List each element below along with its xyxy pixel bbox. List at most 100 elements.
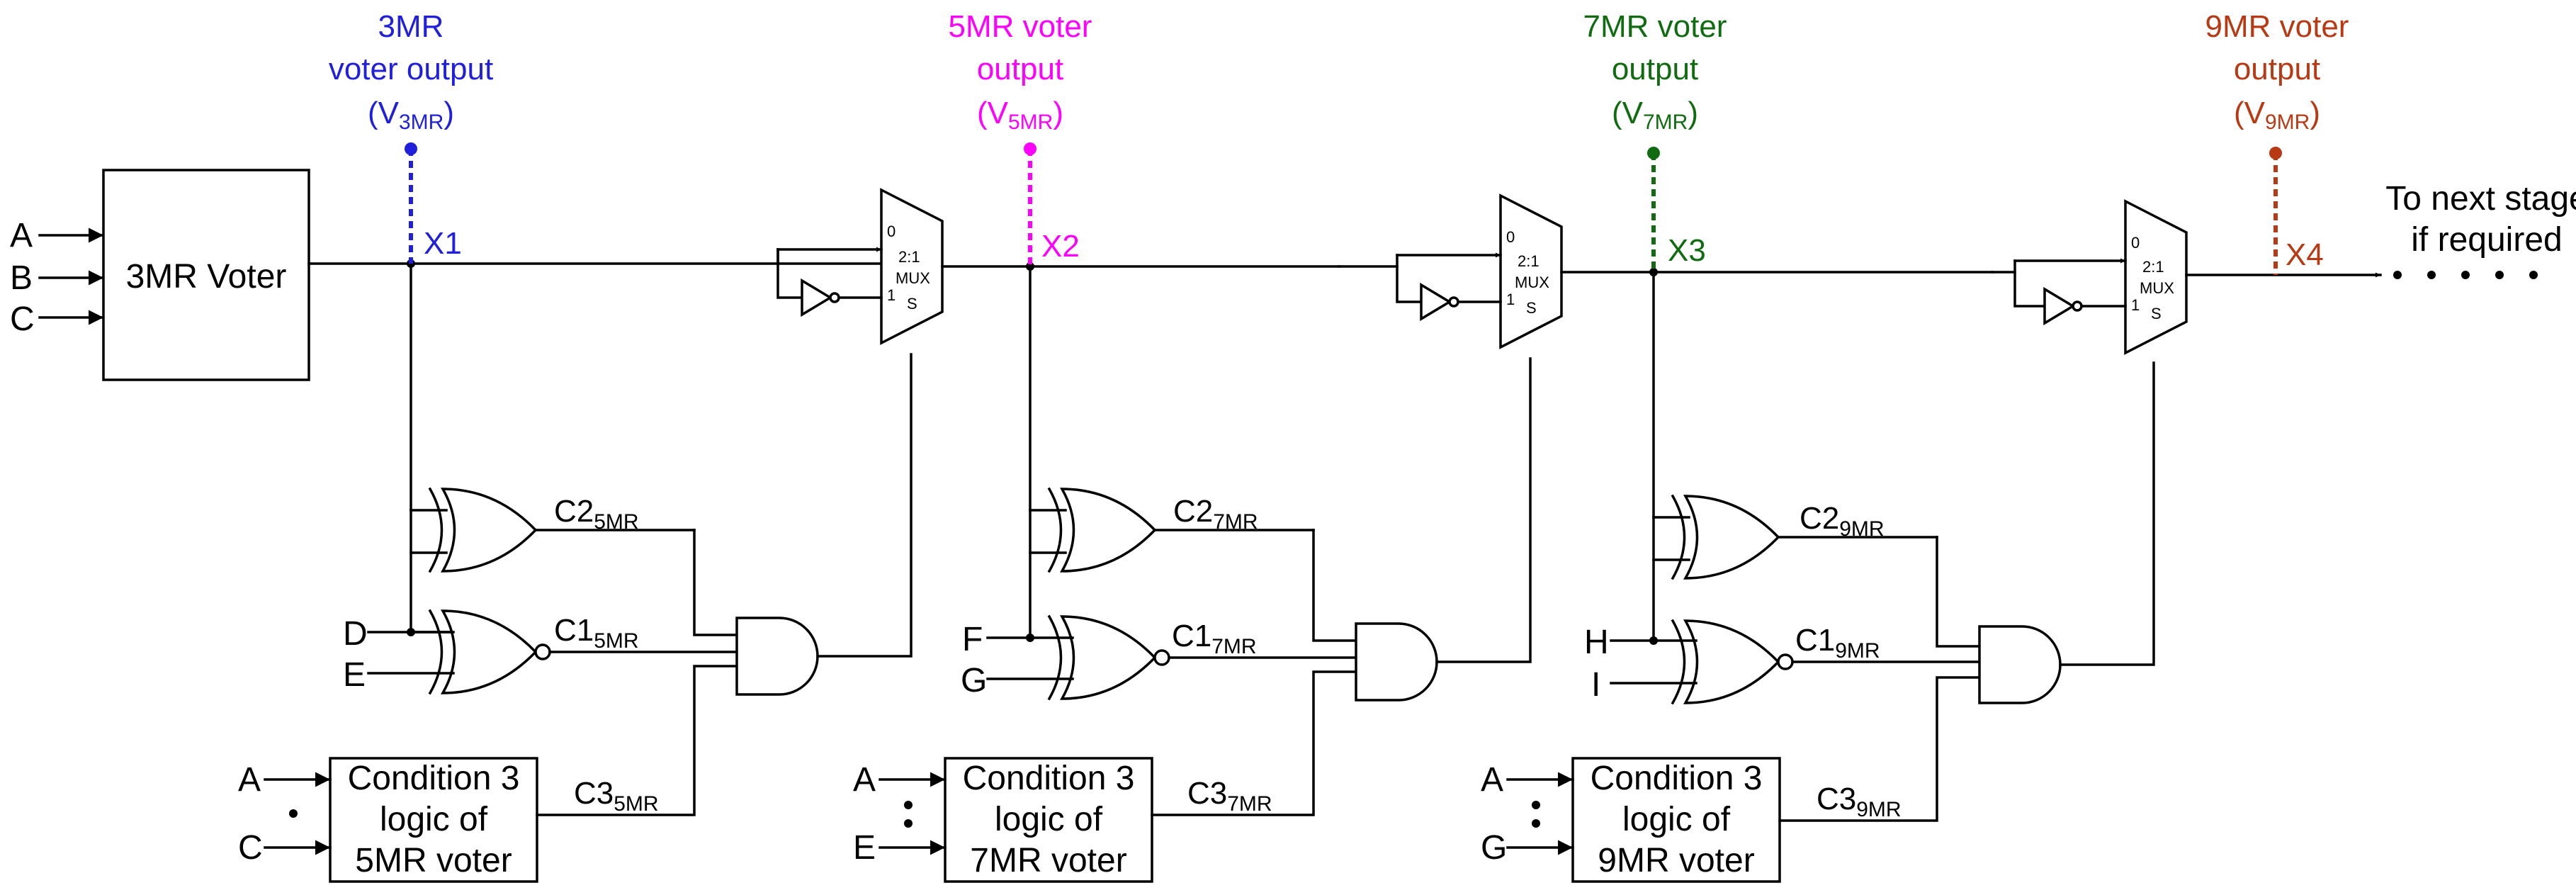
mux-9mr-zero: 0 [2131, 234, 2140, 252]
mux-7mr-sel: S [1526, 299, 1537, 317]
inverter-5mr [801, 278, 840, 317]
mux-7mr-zero: 0 [1506, 228, 1515, 246]
mux-7mr-word: MUX [1515, 274, 1549, 291]
input-g: G [961, 662, 1074, 699]
c1-9mr-label: C19MR [1795, 623, 1880, 663]
probe-9mr-line1: 9MR voter [2205, 9, 2349, 44]
wire-mux1-inv-in [776, 248, 803, 299]
cond-5mr-line2: logic of [380, 801, 488, 838]
cond-9mr-line2: logic of [1622, 801, 1731, 838]
and-gate-5mr [735, 617, 819, 696]
wire-c2-7mr-to-and [1312, 529, 1357, 642]
mux-5mr-type: 2:1 [898, 248, 920, 266]
mux-9mr-type: 2:1 [2142, 258, 2164, 276]
mux-5mr-zero: 0 [887, 223, 896, 240]
cond-7mr-inputs: A E [853, 761, 947, 867]
c3-5mr-label: C35MR [574, 776, 659, 816]
cond-5mr-line3: 5MR voter [355, 842, 512, 879]
input-b-label: B [10, 259, 33, 297]
input-c: C [10, 300, 105, 338]
voter-3mr-block: 3MR Voter [102, 169, 310, 381]
c2-7mr-label: C27MR [1173, 494, 1258, 534]
wire-c3-9mr [1778, 676, 1981, 822]
cond-9mr-in-g: G [1481, 829, 1507, 867]
wire-mux2-inv-in [1396, 254, 1423, 303]
probe-7mr-line1: 7MR voter [1583, 9, 1727, 44]
node-x2-label: X2 [1041, 229, 1080, 264]
cond-9mr-in-a: A [1481, 761, 1503, 799]
wire-mux3-inv-in [2013, 259, 2046, 308]
input-i: I [1591, 666, 1697, 704]
input-g-label: G [961, 662, 987, 699]
probe-5mr: 5MR voter output (V5MR) X2 [949, 9, 1092, 266]
mux-9mr: 0 1 2:1 MUX S [2124, 199, 2188, 355]
mux-7mr-one: 1 [1506, 291, 1515, 308]
mux-5mr: 0 1 2:1 MUX S [880, 188, 944, 345]
mux-9mr-word: MUX [2140, 279, 2174, 297]
cond-7mr-line3: 7MR voter [970, 842, 1126, 879]
continuation-dots [2393, 271, 2538, 279]
probe-7mr-line2: output [1612, 52, 1698, 86]
node-x1-label: X1 [424, 226, 462, 261]
mux-5mr-one: 1 [887, 286, 896, 304]
mux-9mr-one: 1 [2131, 296, 2140, 314]
condition3-9mr-block: Condition 3 logic of 9MR voter [1571, 757, 1781, 883]
and-gate-7mr [1355, 622, 1438, 702]
wire-c3-7mr [1151, 670, 1357, 816]
probe-9mr: 9MR voter output (V9MR) X4 [2205, 9, 2349, 275]
condition3-5mr-block: Condition 3 logic of 5MR voter [329, 757, 538, 883]
c1-5mr-label: C15MR [554, 613, 639, 653]
wire-and-7mr-to-sel [1435, 357, 1532, 663]
cond-7mr-in-a: A [853, 761, 876, 799]
cond-9mr-inputs: A G [1481, 761, 1574, 867]
c3-9mr-label: C39MR [1817, 782, 1902, 821]
inverter-9mr [2043, 286, 2083, 326]
mux-9mr-sel: S [2151, 305, 2162, 322]
inverter-7mr [1420, 282, 1459, 322]
mux-5mr-word: MUX [896, 269, 930, 287]
input-h-label: H [1584, 624, 1609, 661]
probe-7mr-line3: (V7MR) [1612, 96, 1698, 134]
probe-7mr: 7MR voter output (V7MR) X3 [1583, 9, 1727, 272]
input-e-label: E [343, 656, 366, 694]
xnor-gate-7mr [1047, 614, 1170, 701]
wire-and-9mr-to-sel [2059, 361, 2155, 666]
c2-9mr-label: C29MR [1800, 501, 1885, 541]
xor-gate-7mr [1047, 487, 1157, 573]
cond-5mr-in-a: A [238, 761, 261, 799]
cond-7mr-line1: Condition 3 [963, 760, 1135, 797]
c3-7mr-label: C37MR [1187, 776, 1272, 816]
xnor-gate-9mr [1671, 619, 1794, 705]
node-x4-label: X4 [2286, 237, 2324, 272]
probe-5mr-line1: 5MR voter [949, 9, 1092, 44]
input-d: D [343, 615, 455, 653]
wire-and-5mr-to-sel [816, 353, 913, 658]
next-stage-line1: To next stage [2385, 180, 2576, 218]
xor-gate-9mr [1671, 494, 1780, 580]
cond-5mr-in-c: C [238, 829, 263, 867]
input-e: E [343, 656, 455, 694]
node-x3-label: X3 [1668, 233, 1706, 268]
input-b: B [10, 259, 105, 297]
voter-3mr-label: 3MR Voter [126, 258, 287, 295]
input-a-label: A [10, 217, 33, 254]
xor-gate-5mr [428, 487, 538, 573]
mux-5mr-sel: S [907, 295, 917, 313]
probe-5mr-line2: output [977, 52, 1063, 86]
and-gate-9mr [1978, 625, 2062, 704]
probe-3mr-line3: (V3MR) [368, 96, 454, 134]
probe-5mr-line3: (V5MR) [977, 96, 1063, 134]
cond-5mr-line1: Condition 3 [348, 760, 520, 797]
probe-3mr-line2: voter output [329, 52, 493, 86]
next-stage-line2: if required [2411, 221, 2562, 259]
probe-3mr: 3MR voter output (V3MR) X1 [329, 9, 493, 264]
mux-7mr: 0 1 2:1 MUX S [1499, 193, 1563, 349]
cond-9mr-line3: 9MR voter [1598, 842, 1754, 879]
cond-9mr-line1: Condition 3 [1591, 760, 1763, 797]
c1-7mr-label: C17MR [1172, 619, 1257, 658]
mux-7mr-type: 2:1 [1518, 252, 1540, 270]
cond-5mr-inputs: A C [238, 761, 332, 867]
input-a: A [10, 217, 105, 254]
cond-7mr-line2: logic of [995, 801, 1103, 838]
